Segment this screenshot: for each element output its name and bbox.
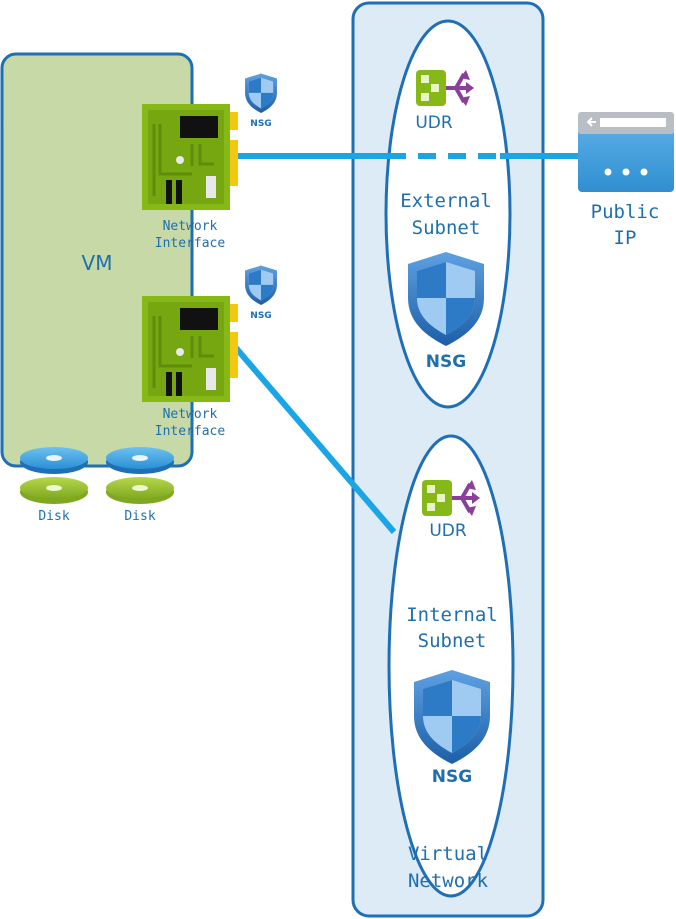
nic-bottom-label-line2: Interface bbox=[155, 424, 226, 439]
disk-icon bbox=[106, 447, 174, 504]
vnet-label-line1: Virtual bbox=[408, 843, 488, 865]
udr-route-icon bbox=[414, 68, 476, 108]
nic-top-nsg-label: NSG bbox=[250, 119, 271, 129]
public-ip-label-line2: IP bbox=[614, 227, 637, 249]
link-nic-bottom-to-internal bbox=[233, 346, 397, 534]
internal-nsg-label: NSG bbox=[432, 767, 472, 787]
internal-subnet-title-line1: Internal bbox=[406, 604, 498, 626]
external-subnet-title-line1: External bbox=[400, 190, 492, 212]
network-interface-icon bbox=[140, 294, 240, 404]
disk-label: Disk bbox=[38, 509, 69, 524]
udr-route-icon bbox=[420, 478, 482, 518]
vnet-label-line2: Network bbox=[408, 870, 489, 892]
nsg-shield-icon bbox=[245, 73, 277, 113]
public-ip-label-line1: Public bbox=[591, 201, 660, 223]
vm-label: VM bbox=[82, 251, 113, 275]
internal-udr-label: UDR bbox=[429, 521, 467, 541]
disk-icon bbox=[20, 447, 88, 504]
nic-bottom-nsg-label: NSG bbox=[250, 311, 271, 321]
external-nsg-label: NSG bbox=[426, 352, 466, 372]
internal-subnet-ellipse bbox=[387, 434, 515, 898]
network-interface-icon bbox=[140, 102, 240, 212]
public-ip-icon bbox=[578, 112, 674, 192]
nic-bottom-label-line1: Network bbox=[163, 407, 218, 422]
nsg-shield-icon bbox=[245, 265, 277, 305]
internal-subnet-title-line2: Subnet bbox=[418, 630, 487, 652]
nic-top-label-line1: Network bbox=[163, 219, 218, 234]
external-udr-label: UDR bbox=[415, 113, 453, 133]
external-subnet-title-line2: Subnet bbox=[412, 217, 481, 239]
nic-top-label-line2: Interface bbox=[155, 236, 226, 251]
external-subnet-ellipse bbox=[384, 19, 512, 409]
disk-label: Disk bbox=[124, 509, 155, 524]
